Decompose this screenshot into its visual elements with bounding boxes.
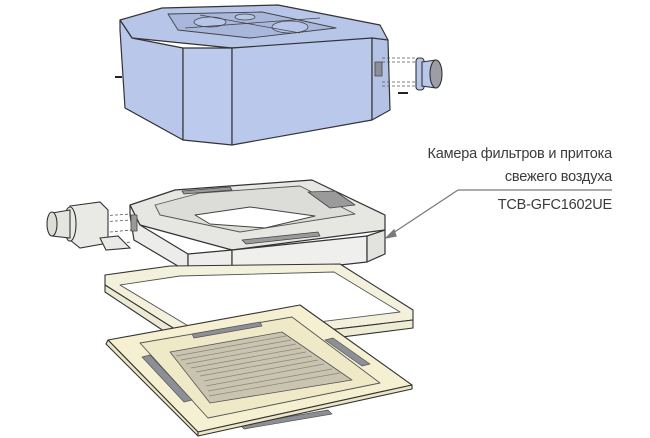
callout-label-line2: свежего воздуха xyxy=(504,169,612,185)
callout-model-number: TCB-GFC1602UE xyxy=(497,197,612,213)
callout-label-line1: Камера фильтров и притока xyxy=(427,146,612,162)
decorative-panel xyxy=(105,304,413,437)
filter-chamber xyxy=(71,179,386,278)
callout-leader xyxy=(384,189,612,240)
fresh-air-duct-top xyxy=(415,57,443,91)
fresh-air-duct-side xyxy=(46,201,132,251)
duct-guide-lines-top xyxy=(382,57,418,87)
indoor-unit xyxy=(119,4,391,146)
